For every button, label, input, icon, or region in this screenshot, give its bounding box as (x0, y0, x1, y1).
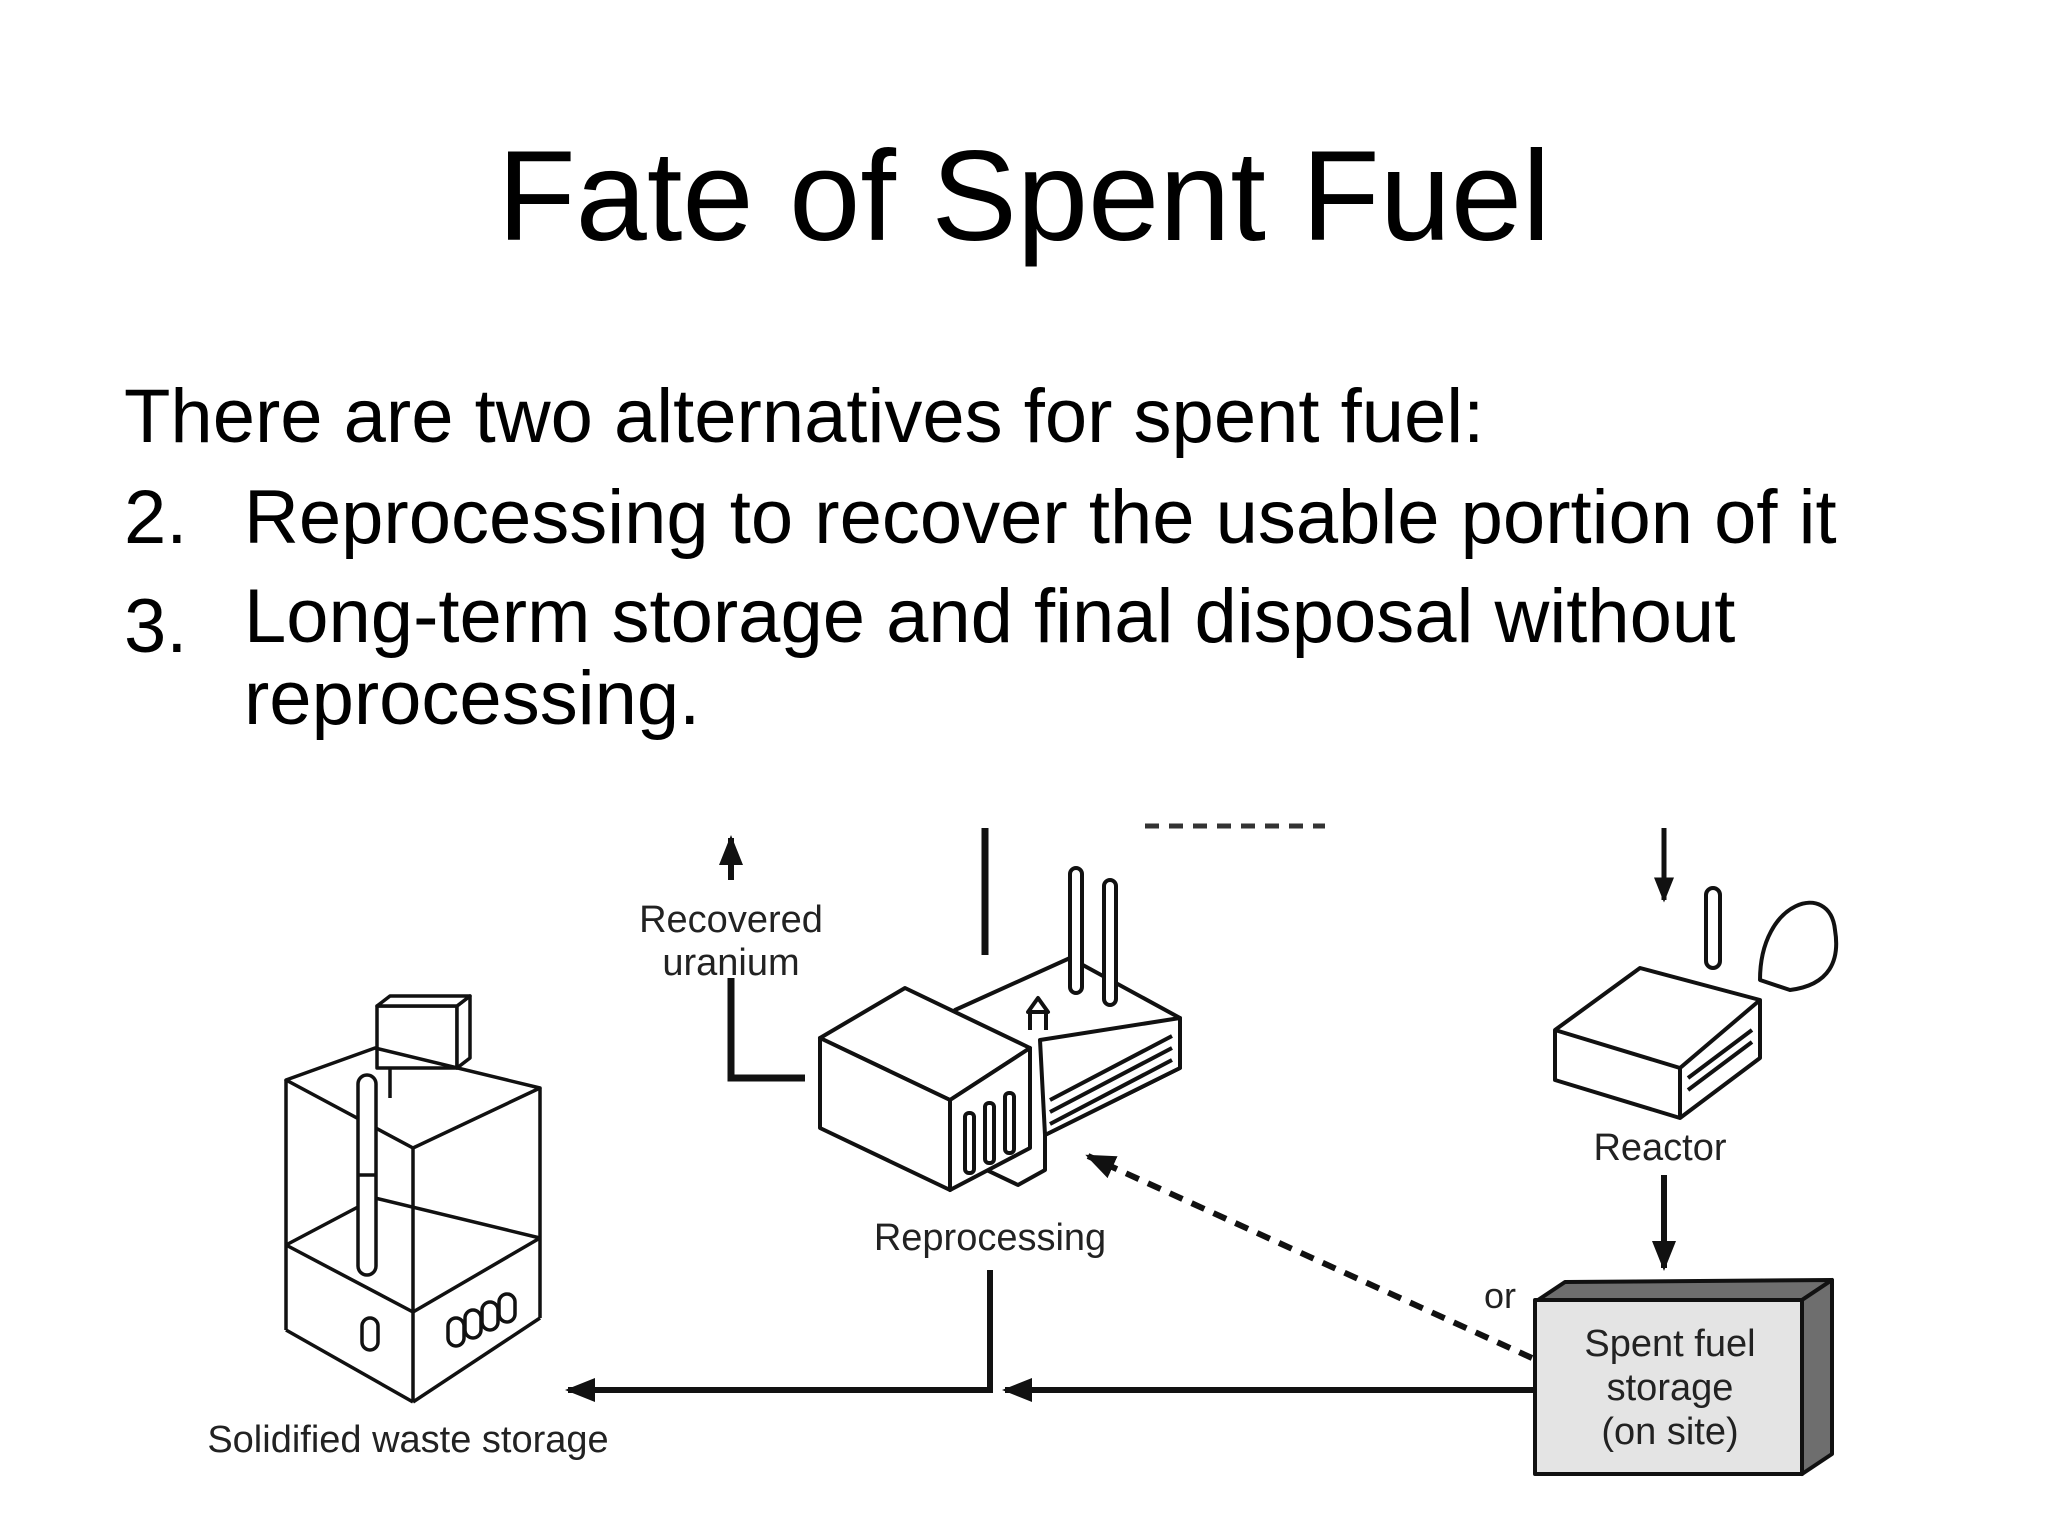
list-item-storage: 3. Long-term storage and final disposal … (124, 576, 1984, 740)
slide-body: There are two alternatives for spent fue… (124, 366, 1984, 740)
spent-fuel-storage-label: storage (1607, 1367, 1734, 1409)
list-number: 2. (124, 475, 188, 560)
reprocessing-label: Reprocessing (874, 1217, 1106, 1259)
list-text: Long-term storage and final disposal wit… (244, 574, 1736, 741)
list-text: Reprocessing to recover the usable porti… (244, 475, 1837, 560)
spent-fuel-storage-label: Spent fuel (1584, 1323, 1755, 1365)
intro-text: There are two alternatives for spent fue… (124, 374, 1485, 459)
reprocessing-plant-icon (818, 866, 1182, 1192)
reactor-label: Reactor (1593, 1127, 1726, 1169)
spent-fuel-storage-box-icon (1533, 1278, 1834, 1476)
recovered-uranium-arrow (719, 835, 805, 1082)
list-number: 3. (124, 584, 188, 669)
recovered-uranium-label: uranium (662, 942, 799, 984)
recovered-uranium-label: Recovered (639, 899, 823, 941)
or-label: or (1484, 1275, 1516, 1316)
waste-repository-icon (284, 994, 542, 1404)
reactor-building-icon (1553, 828, 1839, 1120)
list-item-reprocessing: 2. Reprocessing to recover the usable po… (124, 467, 1984, 568)
spent-fuel-storage-label: (on site) (1601, 1411, 1738, 1453)
slide-title: Fate of Spent Fuel (497, 125, 1551, 268)
solidified-waste-storage-label: Solidified waste storage (207, 1419, 608, 1461)
bottom-flow-arrows (565, 1270, 1535, 1402)
storage-to-reprocessing-dashed-arrow (1085, 1153, 1534, 1361)
